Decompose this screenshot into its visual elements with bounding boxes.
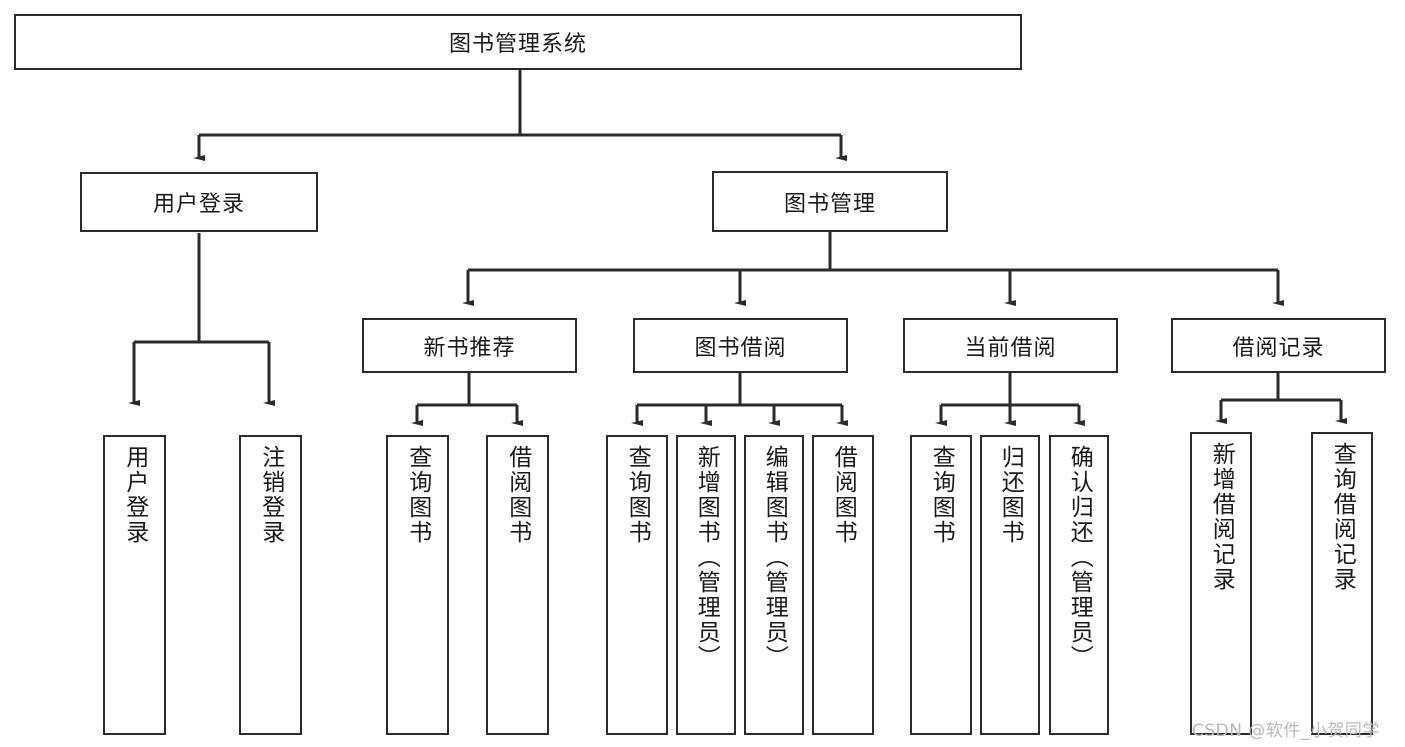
node-label: 图书管理系统 [448, 32, 587, 57]
leaf-borrow-edit-book-admin[interactable]: 编辑图书（管理员） [744, 435, 804, 735]
node-new-book-recommend[interactable]: 新书推荐 [362, 318, 577, 373]
node-label: 编辑图书（管理员） [761, 445, 788, 670]
node-user-login[interactable]: 用户登录 [80, 172, 318, 232]
leaf-borrow-borrow-book[interactable]: 借阅图书 [812, 435, 874, 735]
node-label: 注销登录 [257, 445, 284, 545]
node-label: 用户登录 [152, 192, 245, 217]
csdn-watermark: CSDN @软件_小贺同学 [1192, 721, 1380, 741]
node-label: 新书推荐 [423, 335, 516, 361]
leaf-recommend-borrow-book[interactable]: 借阅图书 [486, 435, 549, 735]
node-label: 新增图书（管理员） [693, 445, 720, 670]
leaf-borrow-query-book[interactable]: 查询图书 [606, 435, 668, 735]
node-label: 查询图书 [624, 445, 651, 545]
node-label: 用户登录 [121, 445, 148, 545]
node-label: 新增借阅记录 [1208, 442, 1235, 592]
node-label: 查询图书 [404, 445, 431, 545]
node-label: 图书借阅 [694, 335, 787, 361]
node-label: 借阅图书 [504, 445, 531, 545]
node-label: 借阅图书 [830, 445, 857, 545]
node-label: 当前借阅 [964, 335, 1057, 361]
node-label: 借阅记录 [1232, 335, 1325, 361]
node-label: 归还图书 [997, 445, 1024, 545]
leaf-record-add-record[interactable]: 新增借阅记录 [1190, 432, 1252, 735]
node-label: 确认归还（管理员） [1066, 445, 1093, 670]
leaf-current-query-book[interactable]: 查询图书 [910, 435, 972, 735]
node-borrow-record[interactable]: 借阅记录 [1171, 318, 1386, 373]
node-label: 查询图书 [928, 445, 955, 545]
node-root-system[interactable]: 图书管理系统 [14, 14, 1022, 70]
leaf-borrow-add-book-admin[interactable]: 新增图书（管理员） [676, 435, 736, 735]
leaf-current-confirm-return-admin[interactable]: 确认归还（管理员） [1049, 435, 1109, 735]
leaf-current-return-book[interactable]: 归还图书 [980, 435, 1040, 735]
node-book-borrow[interactable]: 图书借阅 [633, 318, 848, 373]
leaf-user-login[interactable]: 用户登录 [103, 435, 166, 735]
node-book-management[interactable]: 图书管理 [712, 171, 948, 232]
leaf-record-query-record[interactable]: 查询借阅记录 [1311, 432, 1373, 735]
node-label: 图书管理 [783, 191, 876, 217]
leaf-logout[interactable]: 注销登录 [239, 435, 302, 735]
node-current-borrow[interactable]: 当前借阅 [903, 318, 1118, 373]
node-label: 查询借阅记录 [1329, 442, 1356, 592]
leaf-recommend-query-book[interactable]: 查询图书 [386, 435, 449, 735]
